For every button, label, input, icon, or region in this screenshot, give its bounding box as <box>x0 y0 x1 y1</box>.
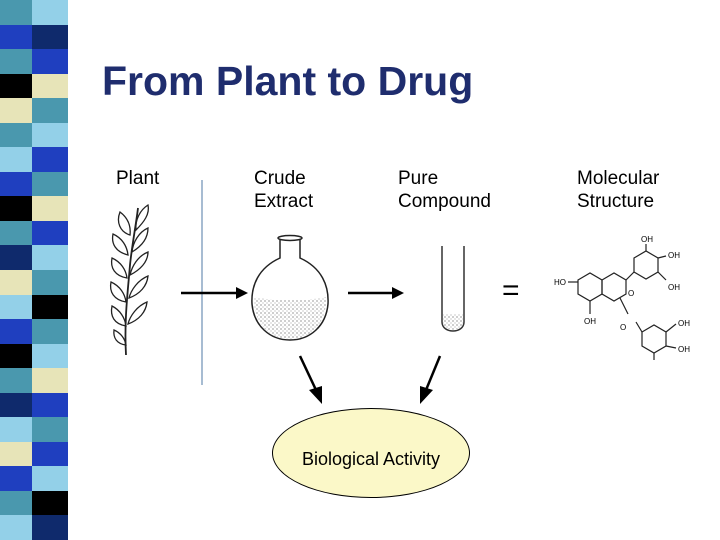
stripe-block <box>0 343 32 369</box>
stripe-block <box>32 147 68 173</box>
arrow-extract-to-activity <box>298 355 322 404</box>
mol-ho-1: HO <box>554 278 566 287</box>
stripe-block <box>0 270 32 296</box>
equals-sign: = <box>502 274 520 307</box>
stripe-block <box>0 245 32 271</box>
biological-activity-label: Biological Activity <box>301 448 441 469</box>
mol-oh-6: OH <box>678 345 690 354</box>
stripe-block <box>32 270 68 296</box>
stripe-block <box>0 220 32 246</box>
stripe-block <box>0 196 32 222</box>
stripe-block <box>32 171 68 197</box>
stripe-block <box>32 73 68 99</box>
mol-o-2: O <box>620 323 626 332</box>
stripe-block <box>0 490 32 516</box>
label-molecular-structure-line2: Structure <box>577 191 655 212</box>
slide-title: From Plant to Drug <box>102 58 474 104</box>
label-crude-extract-line1: Crude <box>254 168 306 189</box>
stripe-block <box>0 73 32 99</box>
flask-icon <box>251 234 329 341</box>
stripe-block <box>0 24 32 50</box>
mol-oh-3: OH <box>668 283 680 292</box>
stripe-block <box>32 220 68 246</box>
stripe-block <box>32 490 68 516</box>
stripe-block <box>0 98 32 124</box>
stripe-block <box>32 24 68 50</box>
stripe-block <box>0 441 32 467</box>
stripe-block <box>32 343 68 369</box>
stripe-block <box>32 515 68 540</box>
stripe-block <box>32 49 68 75</box>
stripe-block <box>0 0 32 26</box>
mol-oh-1: OH <box>641 235 653 244</box>
stripe-block <box>32 319 68 345</box>
label-pure-compound-line2: Compound <box>398 191 491 212</box>
stripe-block <box>32 392 68 418</box>
stripe-block <box>32 294 68 320</box>
label-plant: Plant <box>116 167 159 190</box>
mol-oh-4: OH <box>584 317 596 326</box>
mol-o-1: O <box>628 289 634 298</box>
plant-icon <box>109 203 150 356</box>
label-plant-line1: Plant <box>116 168 160 189</box>
stripe-block <box>32 122 68 148</box>
molecule-labels: OH OH OH HO OH O O OH OH <box>554 235 690 354</box>
stripe-block <box>0 49 32 75</box>
stripe-block <box>0 466 32 492</box>
mol-oh-2: OH <box>668 251 680 260</box>
stripe-block <box>32 98 68 124</box>
stripe-block <box>32 368 68 394</box>
arrow-extract-to-compound <box>348 287 404 299</box>
stripe-block <box>0 515 32 540</box>
arrow-plant-to-extract <box>181 287 248 299</box>
label-molecular-structure: Molecular Structure <box>577 167 659 213</box>
stripe-block <box>0 294 32 320</box>
test-tube-icon <box>441 246 465 332</box>
stripe-block <box>0 417 32 443</box>
label-molecular-structure-line1: Molecular <box>577 168 660 189</box>
stripe-block <box>32 245 68 271</box>
biological-activity-ellipse: Biological Activity <box>272 408 470 498</box>
label-crude-extract-line2: Extract <box>254 191 314 212</box>
molecule-structure <box>568 244 677 360</box>
stripe-block <box>32 441 68 467</box>
stripe-block <box>32 0 68 26</box>
stripe-block <box>0 147 32 173</box>
stripe-block <box>0 392 32 418</box>
stripe-block <box>0 171 32 197</box>
stripe-block <box>32 196 68 222</box>
stripe-block <box>0 122 32 148</box>
label-crude-extract: Crude Extract <box>254 167 313 213</box>
label-pure-compound-line1: Pure <box>398 168 439 189</box>
mol-oh-5: OH <box>678 319 690 328</box>
decorative-stripe <box>0 0 68 540</box>
stripe-block <box>0 368 32 394</box>
stripe-block <box>32 466 68 492</box>
arrow-compound-to-activity <box>420 355 442 404</box>
label-pure-compound: Pure Compound <box>398 167 491 213</box>
stripe-block <box>32 417 68 443</box>
stripe-block <box>0 319 32 345</box>
